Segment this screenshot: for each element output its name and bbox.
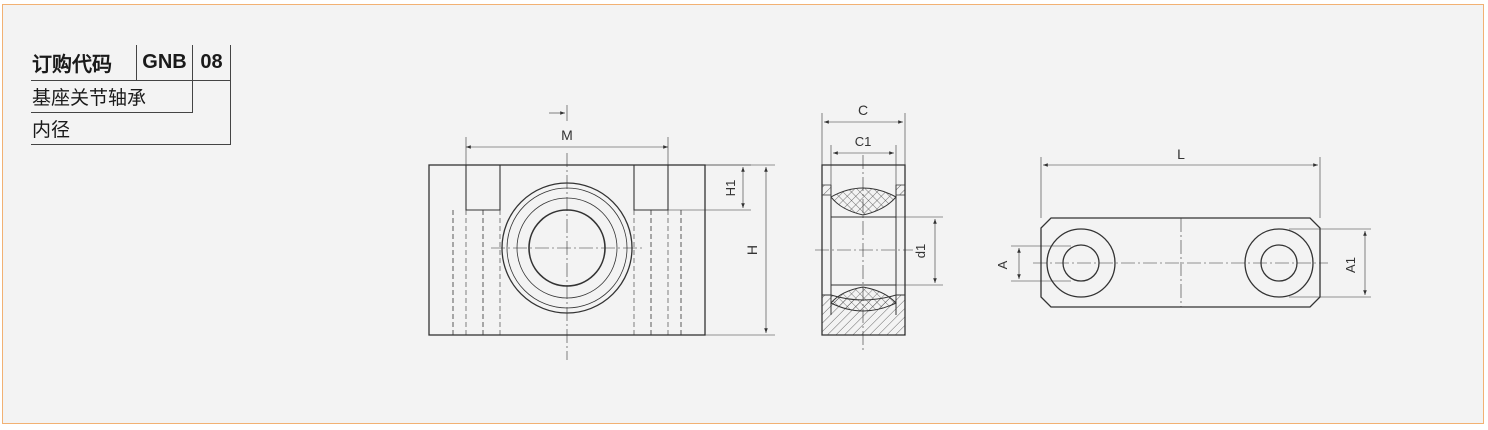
order-code-size: 08	[193, 45, 231, 81]
order-code-series: GNB	[137, 45, 193, 81]
dim-label-c1: C1	[855, 134, 872, 149]
dim-label-l: L	[1177, 146, 1185, 162]
dim-label-a1: A1	[1343, 257, 1358, 273]
row-label-inner-diameter: 内径	[31, 113, 231, 145]
top-view	[1011, 157, 1371, 308]
front-view	[428, 105, 775, 360]
dim-label-h: H	[744, 245, 760, 255]
row-label-bearing-type: 基座关节轴承	[31, 81, 193, 113]
dim-label-a: A	[995, 260, 1010, 269]
technical-drawing: M H1 H	[428, 102, 1371, 360]
dim-label-m: M	[561, 127, 573, 143]
order-code-label: 订购代码	[31, 45, 137, 81]
drawing-frame: 订购代码 GNB 08 基座关节轴承 内径	[2, 4, 1484, 424]
top-view-body	[1040, 217, 1321, 308]
dim-label-h1: H1	[723, 180, 738, 197]
table-connector	[193, 81, 231, 113]
dim-label-d1: d1	[913, 244, 928, 258]
dim-label-c: C	[858, 102, 868, 118]
side-view	[815, 113, 943, 350]
